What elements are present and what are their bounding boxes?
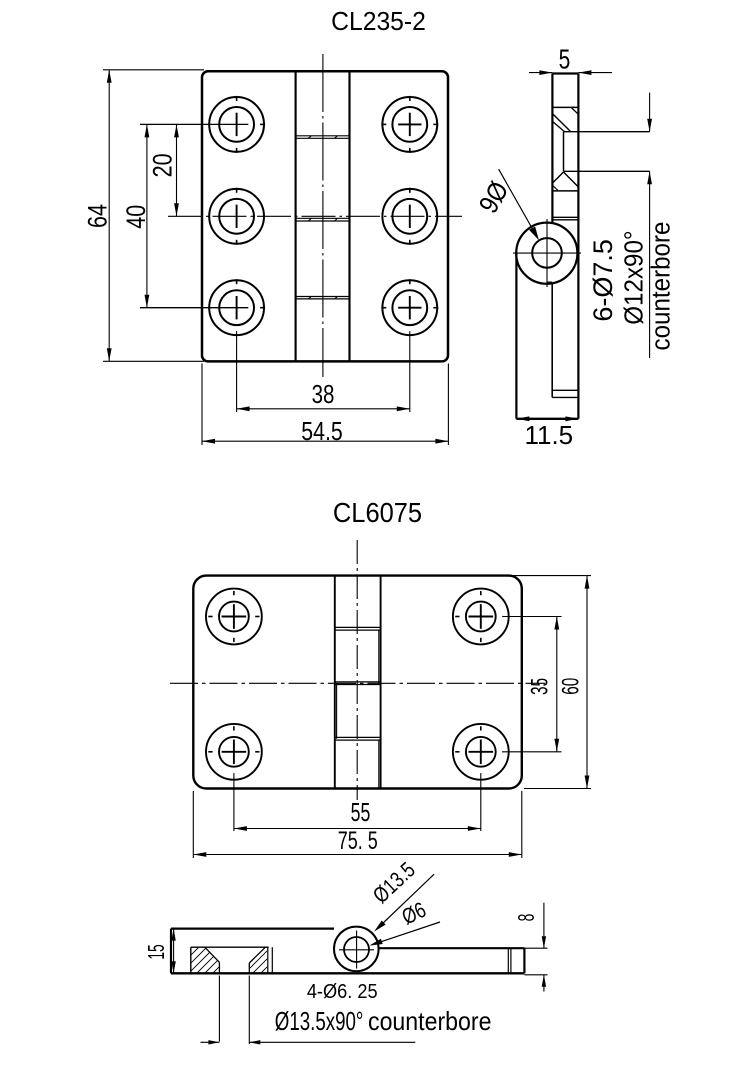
svg-text:38: 38: [312, 380, 335, 409]
svg-text:64: 64: [83, 204, 113, 228]
svg-text:6-Ø7.5: 6-Ø7.5: [588, 239, 618, 322]
svg-text:Ø13.5x90°: Ø13.5x90°: [275, 1006, 364, 1036]
svg-text:60: 60: [558, 678, 584, 695]
svg-text:11.5: 11.5: [524, 420, 573, 450]
svg-text:8: 8: [515, 914, 540, 922]
svg-text:4-Ø6. 25: 4-Ø6. 25: [307, 981, 378, 1003]
svg-text:35: 35: [527, 678, 553, 695]
svg-text:15: 15: [145, 944, 170, 959]
svg-text:CL6075: CL6075: [333, 497, 422, 528]
svg-text:54.5: 54.5: [301, 417, 342, 447]
svg-text:40: 40: [122, 205, 152, 229]
svg-text:Ø12x90°: Ø12x90°: [620, 230, 649, 324]
svg-text:5: 5: [559, 45, 571, 76]
svg-text:CL235-2: CL235-2: [331, 7, 426, 36]
svg-text:20: 20: [148, 153, 178, 177]
svg-text:counterbore: counterbore: [368, 1008, 491, 1037]
svg-text:55: 55: [351, 798, 371, 827]
svg-text:counterbore: counterbore: [647, 222, 676, 351]
svg-text:75. 5: 75. 5: [338, 826, 378, 855]
